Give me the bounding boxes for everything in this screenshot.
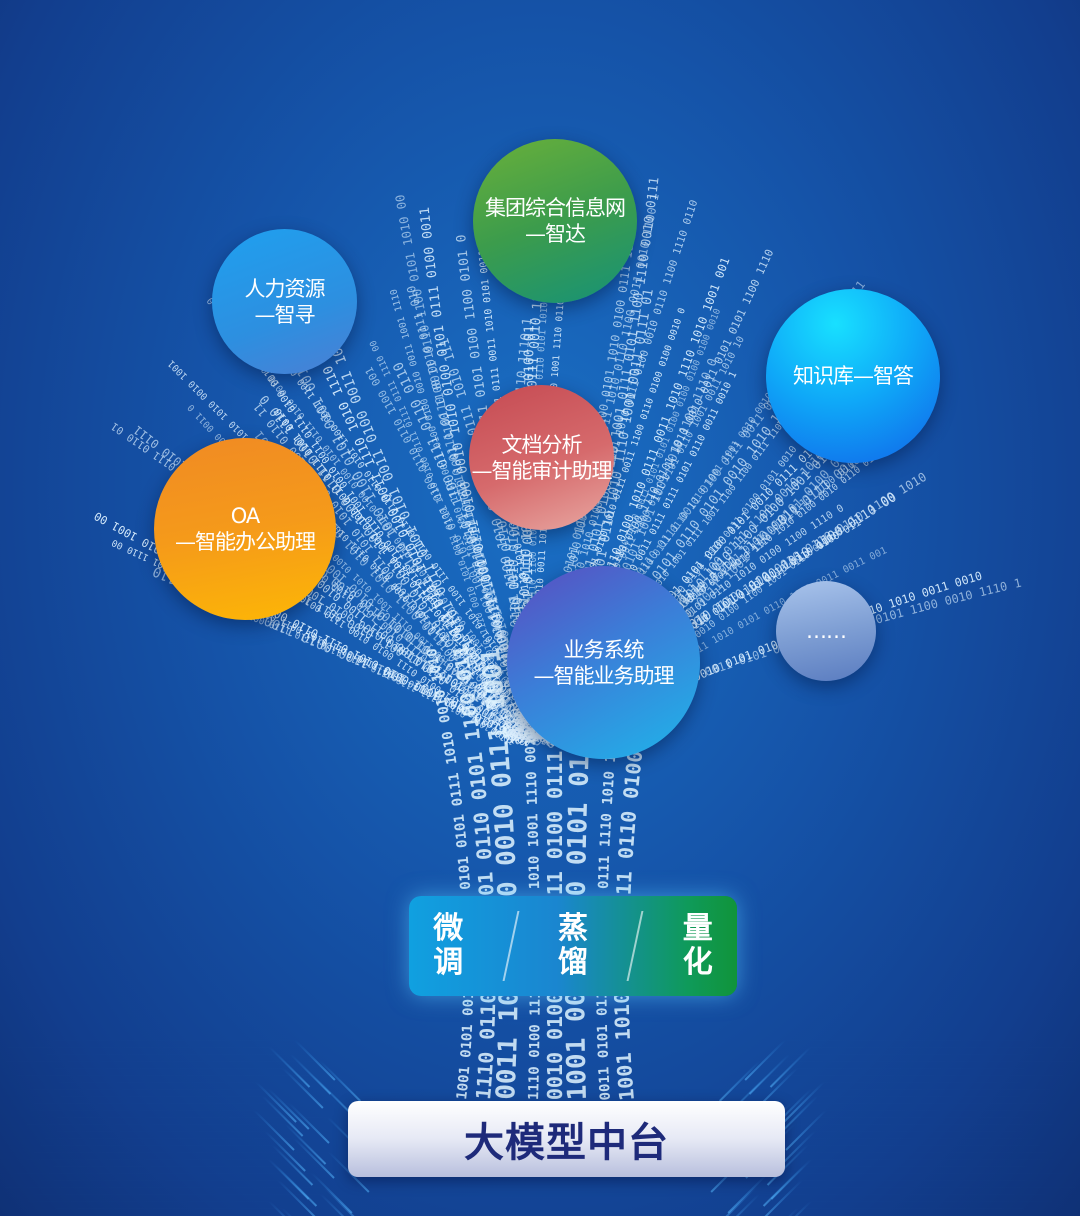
hr-sub: —智寻	[255, 302, 316, 328]
circuit-line	[52, 1165, 318, 1207]
circuit-line	[762, 1165, 1028, 1207]
circuit-line	[756, 1067, 1025, 1109]
circuit-line	[725, 1186, 1076, 1216]
divider	[502, 911, 520, 981]
circuit-line	[45, 1137, 335, 1179]
knowledge-base-title: 知识库—智答	[793, 363, 914, 389]
circuit-line	[41, 1179, 316, 1216]
circuit-line	[785, 1109, 1050, 1151]
circuit-line	[744, 1039, 1031, 1081]
circuit-line	[49, 1039, 336, 1081]
circuit-line	[56, 1207, 292, 1216]
hr-title: 人力资源	[245, 276, 326, 302]
circuit-line	[4, 1186, 355, 1216]
method-finetune-char1: 微	[433, 911, 463, 946]
circuit-line	[6, 1046, 311, 1088]
circuit-line	[55, 1067, 324, 1109]
business-system-sub: —智能业务助理	[534, 663, 675, 689]
business-system-node[interactable]: 业务系统 —智能业务助理	[507, 566, 700, 759]
knowledge-base-node[interactable]: 知识库—智答	[766, 289, 940, 463]
circuit-line	[735, 1193, 1046, 1216]
circuit-line	[34, 1193, 345, 1216]
circuit-line	[30, 1151, 370, 1193]
circuit-line	[45, 1214, 305, 1216]
method-distill: 蒸 馏	[556, 912, 590, 980]
divider	[626, 911, 644, 981]
oa-title: OA	[231, 503, 261, 529]
circuit-line	[718, 1060, 1076, 1102]
circuit-line	[764, 1179, 1039, 1216]
circuit-line	[9, 1172, 353, 1214]
circuit-line	[775, 1214, 1035, 1216]
method-quantize-char1: 量	[683, 911, 713, 946]
more-node[interactable]: ……	[776, 581, 876, 681]
circuit-line	[40, 1144, 314, 1186]
method-distill-char1: 蒸	[558, 911, 588, 946]
circuit-line	[33, 1102, 330, 1144]
circuit-line	[774, 1130, 1023, 1172]
method-quantize-char2: 化	[683, 945, 713, 980]
circuit-line	[28, 1200, 286, 1216]
circuit-line	[17, 1074, 354, 1116]
oa-node[interactable]: OA —智能办公助理	[154, 438, 336, 620]
circuit-line	[769, 1046, 1074, 1088]
doc-analysis-title: 文档分析	[502, 432, 583, 458]
circuit-line	[60, 1095, 304, 1137]
hr-node[interactable]: 人力资源 —智寻	[212, 229, 357, 374]
circuit-line	[29, 1088, 310, 1130]
circuit-line	[27, 1123, 327, 1165]
circuit-line	[788, 1207, 1024, 1216]
circuit-line	[776, 1095, 1020, 1137]
doc-analysis-sub: —智能审计助理	[472, 458, 613, 484]
circuit-line	[794, 1200, 1052, 1216]
circuit-line	[783, 1081, 1021, 1123]
llm-platform-label: 大模型中台	[464, 1110, 669, 1168]
oa-sub: —智能办公助理	[175, 529, 316, 555]
methods-panel: 微 调 蒸 馏 量 化	[409, 896, 737, 996]
circuit-line	[4, 1060, 362, 1102]
business-system-title: 业务系统	[564, 637, 645, 663]
more-label: ……	[806, 618, 847, 644]
method-quantize: 量 化	[681, 912, 715, 980]
group-info-network-title: 集团综合信息网	[485, 195, 626, 221]
circuit-line	[30, 1109, 295, 1151]
method-distill-char2: 馏	[558, 945, 588, 980]
circuit-line	[59, 1081, 297, 1123]
circuit-line	[57, 1130, 306, 1172]
doc-analysis-node[interactable]: 文档分析 —智能审计助理	[469, 385, 614, 530]
group-info-network-sub: —智达	[525, 221, 586, 247]
method-finetune: 微 调	[431, 912, 465, 980]
llm-platform-base[interactable]: 大模型中台	[348, 1101, 785, 1177]
group-info-network-node[interactable]: 集团综合信息网 —智达	[473, 139, 637, 303]
method-finetune-char2: 调	[433, 945, 463, 980]
